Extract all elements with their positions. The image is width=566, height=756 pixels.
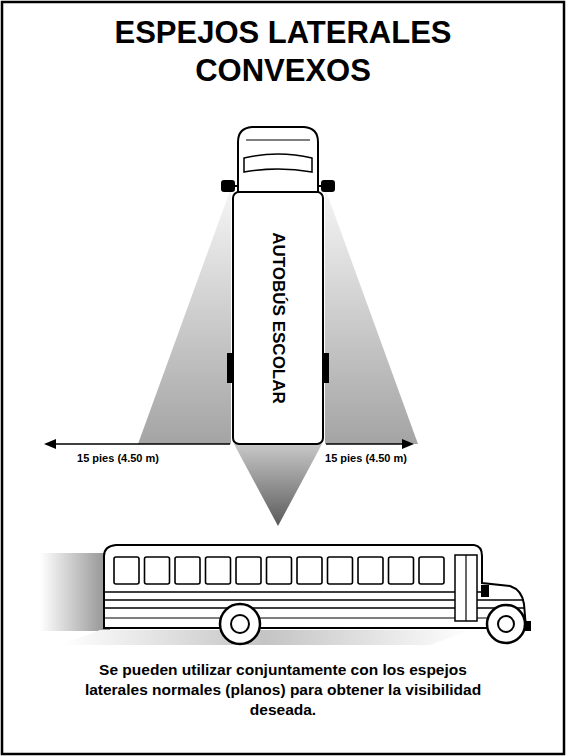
- view-shade: [60, 630, 470, 645]
- bus-window: [236, 557, 261, 584]
- bus-side-view: [104, 545, 530, 644]
- view-fan: [234, 444, 322, 526]
- bus-label: AUTOBÚS ESCOLAR: [268, 232, 288, 404]
- bus-window: [419, 557, 444, 584]
- title: ESPEJOS LATERALES CONVEXOS: [63, 14, 503, 90]
- bus-window: [328, 557, 353, 584]
- bus-window: [297, 557, 322, 584]
- view-fan: [325, 188, 418, 444]
- caption: Se pueden utilizar conjuntamente con los…: [73, 660, 493, 720]
- bus-top-view: [222, 127, 334, 444]
- bus-window: [267, 557, 292, 584]
- bus-window: [389, 557, 414, 584]
- bus-window: [145, 557, 170, 584]
- bus-window: [206, 557, 231, 584]
- bus-window: [114, 557, 444, 584]
- view-shade: [40, 553, 110, 631]
- bus-window: [175, 557, 200, 584]
- bus-window: [114, 557, 139, 584]
- view-fan: [138, 188, 231, 444]
- bus-window: [358, 557, 383, 584]
- dimension-label: 15 pies (4.50 m): [325, 452, 407, 465]
- dimension-arrow: [44, 439, 414, 449]
- dimension-label: 15 pies (4.50 m): [77, 452, 159, 465]
